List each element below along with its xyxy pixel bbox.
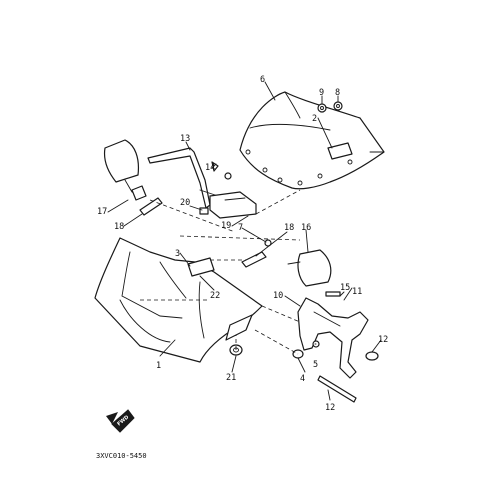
clamp-12 xyxy=(365,351,379,361)
callout-18-right: 18 xyxy=(284,223,294,233)
bolt-7 xyxy=(264,239,272,247)
callout-15: 15 xyxy=(340,283,350,293)
callout-13: 13 xyxy=(180,134,190,144)
panel-3 xyxy=(187,257,215,277)
callout-14: 14 xyxy=(205,163,215,173)
callout-4: 4 xyxy=(300,374,305,384)
callout-16: 16 xyxy=(301,223,311,233)
part-code: 3XVC010-5450 xyxy=(96,452,147,460)
windshield xyxy=(239,91,385,190)
grommet-9 xyxy=(317,103,327,113)
callout-11: 11 xyxy=(352,287,362,297)
callout-20: 20 xyxy=(180,198,190,208)
callout-12-rod: 12 xyxy=(325,403,335,413)
callout-2: 2 xyxy=(312,114,317,124)
bolt-20 xyxy=(199,207,209,215)
callout-21: 21 xyxy=(226,373,236,383)
leader-lines xyxy=(140,189,301,355)
callout-leaders xyxy=(107,81,382,401)
callout-labels: 6 9 8 2 13 14 17 18 20 19 7 18 16 3 22 1… xyxy=(97,75,388,413)
decal xyxy=(327,142,353,160)
bolt-15 xyxy=(325,291,341,297)
callout-19: 19 xyxy=(221,221,231,231)
bracket-19 xyxy=(209,191,257,219)
mirror-left xyxy=(103,139,147,201)
callout-12-clamp: 12 xyxy=(378,335,388,345)
callout-1: 1 xyxy=(156,361,161,371)
callout-6: 6 xyxy=(260,75,265,85)
callout-10: 10 xyxy=(273,291,283,301)
fwd-arrow-icon: FWD xyxy=(106,409,135,433)
callout-7: 7 xyxy=(238,223,243,233)
callout-5: 5 xyxy=(313,360,318,370)
callout-3: 3 xyxy=(175,249,180,259)
mirror-bracket-left xyxy=(139,197,163,216)
callout-22: 22 xyxy=(210,291,220,301)
callout-9: 9 xyxy=(319,88,324,98)
callout-17: 17 xyxy=(97,207,107,217)
screw-8 xyxy=(333,101,343,111)
callout-8: 8 xyxy=(335,88,340,98)
mirror-right xyxy=(287,249,332,287)
mirror-bracket-right xyxy=(241,251,267,268)
support-bracket xyxy=(297,297,369,379)
callout-18-left: 18 xyxy=(114,222,124,232)
rod-12 xyxy=(317,375,357,403)
